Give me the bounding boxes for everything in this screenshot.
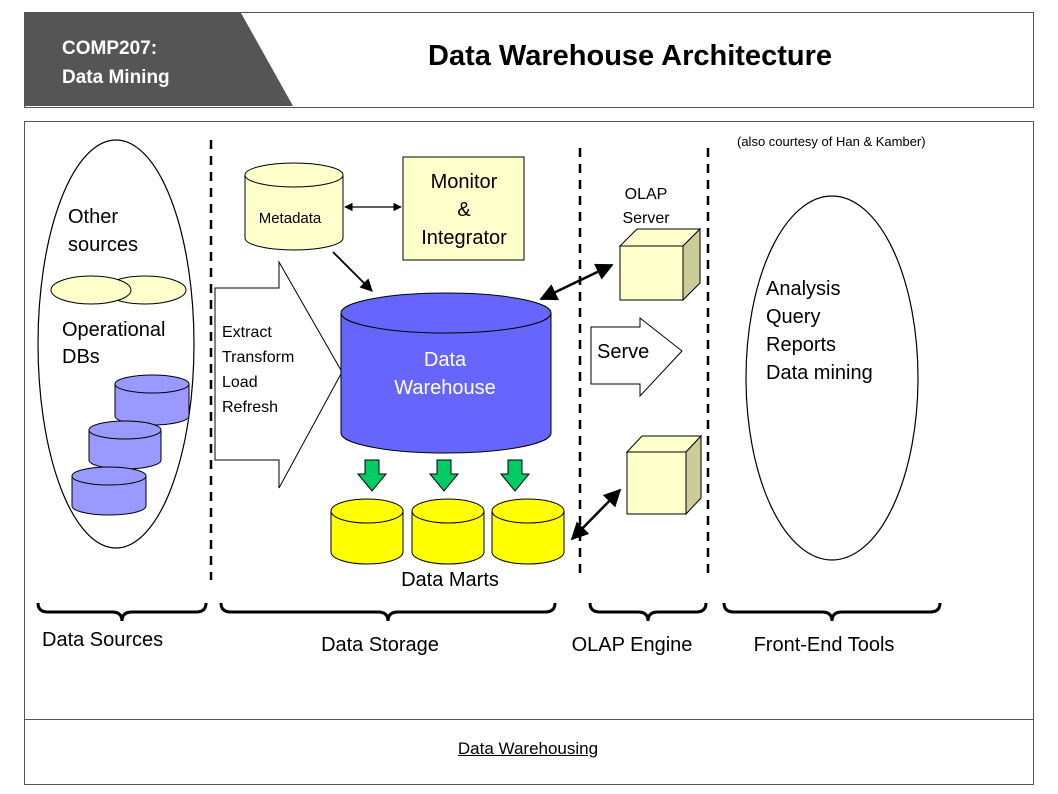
data-sources-brace xyxy=(36,602,208,622)
olap-engine-brace xyxy=(588,602,708,622)
course-code: COMP207: xyxy=(62,38,158,59)
metadata-warehouse-arrow xyxy=(332,251,373,292)
mart-feed-arrow xyxy=(428,459,460,492)
section-label-data-storage: Data Storage xyxy=(321,634,439,656)
footer-title: Data Warehousing xyxy=(457,739,599,758)
operational-db-icon xyxy=(71,466,147,516)
section-label-data-sources: Data Sources xyxy=(42,629,163,651)
warehouse-label-line2: Warehouse xyxy=(394,377,496,399)
mart-feed-arrow xyxy=(499,459,531,492)
olap-server-label-line2: Server xyxy=(622,210,670,227)
data-mart-icon xyxy=(491,498,565,565)
olap-cube-icon xyxy=(625,434,703,516)
metadata-label: Metadata xyxy=(259,210,322,227)
etl-step-extract: Extract xyxy=(222,324,272,341)
operational-db-icon xyxy=(114,374,190,426)
frontend-item-query: Query xyxy=(766,306,820,328)
data-warehouse-icon xyxy=(340,292,552,454)
monitor-label-line2: & xyxy=(457,199,471,221)
data-mart-icon xyxy=(411,498,485,565)
monitor-label-line3: Integrator xyxy=(421,227,507,249)
course-badge-shape xyxy=(25,13,293,106)
page-title: Data Warehouse Architecture xyxy=(428,40,832,72)
other-source-icon xyxy=(50,275,132,305)
olap-cube-icon xyxy=(618,227,702,302)
etl-step-transform: Transform xyxy=(222,349,294,366)
metadata-store-icon xyxy=(244,162,344,251)
section-label-front-end-tools: Front-End Tools xyxy=(754,634,895,656)
warehouse-olap-arrow xyxy=(539,263,614,301)
operational-dbs-label-line2: DBs xyxy=(62,346,100,368)
footer-divider xyxy=(24,719,1033,720)
data-storage-brace xyxy=(219,602,557,622)
etl-step-refresh: Refresh xyxy=(222,399,278,416)
serve-label: Serve xyxy=(597,341,649,363)
serve-arrow xyxy=(590,316,683,398)
section-label-olap-engine: OLAP Engine xyxy=(572,634,693,656)
monitor-label-line1: Monitor xyxy=(431,171,498,193)
front-end-tools-brace xyxy=(722,602,942,622)
frontend-item-reports: Reports xyxy=(766,334,836,356)
monitor-integrator-box xyxy=(402,156,525,261)
frontend-item-data-mining: Data mining xyxy=(766,362,873,384)
olap-server-label-line1: OLAP xyxy=(625,186,668,203)
front-end-tools-ellipse xyxy=(745,195,919,561)
marts-olap-arrow xyxy=(570,488,622,541)
mart-feed-arrow xyxy=(356,459,388,492)
etl-arrow xyxy=(214,260,343,489)
operational-dbs-label-line1: Operational xyxy=(62,319,165,341)
frontend-item-analysis: Analysis xyxy=(766,278,840,300)
credit-text: (also courtesy of Han & Kamber) xyxy=(737,134,926,149)
operational-db-icon xyxy=(88,420,162,470)
data-marts-label: Data Marts xyxy=(401,569,499,591)
warehouse-label-line1: Data xyxy=(424,349,467,371)
course-badge xyxy=(25,13,293,106)
other-sources-label-line1: Other xyxy=(68,206,118,228)
course-name: Data Mining xyxy=(62,67,170,88)
other-sources-label-line2: sources xyxy=(68,234,138,256)
data-mart-icon xyxy=(330,498,404,565)
etl-step-load: Load xyxy=(222,374,258,391)
